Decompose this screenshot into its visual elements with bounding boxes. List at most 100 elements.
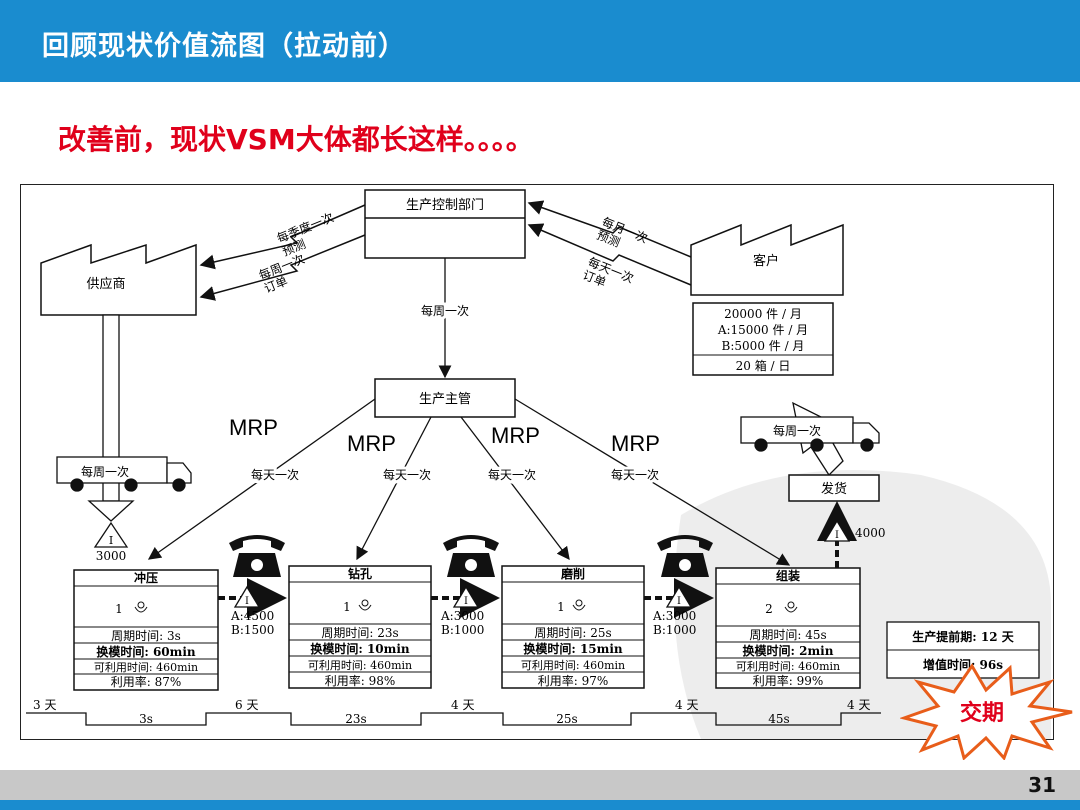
supervisor-label: 生产主管 — [419, 392, 471, 407]
svg-text:B:1500: B:1500 — [231, 623, 274, 637]
process-box-1: 冲压 1 周期时间: 3s 换模时间: 60min 可利用时间: 460min … — [73, 569, 219, 691]
page-number: 31 — [1028, 773, 1056, 797]
svg-text:MRP: MRP — [611, 431, 660, 456]
supervisor-to-process-arrows — [147, 398, 791, 566]
svg-text:可利用时间: 460min: 可利用时间: 460min — [308, 659, 412, 672]
timeline-times: 3s 23s 25s 45s — [139, 712, 790, 726]
svg-text:20000 件 / 月: 20000 件 / 月 — [724, 307, 802, 321]
timeline-days: 3 天 6 天 4 天 4 天 4 天 — [33, 698, 870, 712]
svg-text:可利用时间: 460min: 可利用时间: 460min — [736, 660, 840, 673]
mrp-labels: MRP MRP MRP MRP — [229, 415, 660, 456]
svg-text:利用率: 99%: 利用率: 99% — [753, 673, 824, 688]
daily-labels: 每天一次 每天一次 每天一次 每天一次 每天一次 每天一次 每天一次 每天一次 — [248, 464, 662, 485]
weekly-label: 每周一次 — [421, 303, 469, 318]
svg-text:可利用时间: 460min: 可利用时间: 460min — [521, 659, 625, 672]
svg-text:周期时间: 23s: 周期时间: 23s — [321, 626, 398, 640]
svg-text:每天一次: 每天一次 — [251, 467, 299, 482]
svg-text:可利用时间: 460min: 可利用时间: 460min — [94, 661, 198, 674]
svg-text:I: I — [245, 596, 249, 607]
title-bar: 回顾现状价值流图（拉动前） — [0, 0, 1080, 82]
svg-text:45s: 45s — [768, 712, 789, 726]
svg-text:换模时间: 2min: 换模时间: 2min — [743, 643, 834, 658]
lead-time-box: 生产提前期: 12 天 增值时间: 96s — [886, 621, 1040, 679]
weekly-label-bg: 每周一次 — [421, 303, 469, 318]
customer-truck-icon — [740, 416, 880, 452]
customer-label: 客户 — [753, 253, 779, 269]
process-box-2: 钻孔 1 周期时间: 23s 换模时间: 10min 可利用时间: 460min… — [288, 565, 432, 689]
phone-icon-2 — [443, 535, 499, 577]
svg-text:1: 1 — [557, 600, 565, 614]
production-control-label: 生产控制部门 — [406, 198, 484, 213]
timeline — [26, 712, 881, 726]
svg-text:20 箱 / 日: 20 箱 / 日 — [736, 358, 791, 373]
production-control-box: 生产控制部门 — [364, 189, 526, 259]
process-box-4: 组装 2 周期时间: 45s 换模时间: 2min 可利用时间: 460min … — [715, 567, 861, 689]
svg-text:1: 1 — [343, 600, 351, 614]
svg-text:4 天: 4 天 — [675, 698, 698, 712]
phone-icon-3 — [657, 535, 713, 577]
svg-text:每天一次: 每天一次 — [383, 467, 431, 482]
phone-icon-1 — [229, 535, 285, 577]
svg-text:4 天: 4 天 — [847, 698, 870, 712]
svg-text:A:3000: A:3000 — [652, 609, 696, 623]
process-box-3: 磨削 1 周期时间: 25s 换模时间: 15min 可利用时间: 460min… — [501, 565, 645, 689]
svg-text:利用率: 97%: 利用率: 97% — [538, 673, 609, 688]
supplier-truck-icon — [56, 456, 192, 492]
svg-text:增值时间: 96s: 增值时间: 96s — [923, 657, 1003, 672]
customer-forecast-label: 每月一次预测 — [595, 214, 650, 259]
svg-text:钻孔: 钻孔 — [348, 566, 372, 581]
svg-text:1: 1 — [115, 602, 123, 616]
svg-text:A:3000: A:3000 — [440, 609, 484, 623]
customer-truck-label: 每周一次 — [773, 423, 821, 438]
svg-text:周期时间: 45s: 周期时间: 45s — [749, 628, 826, 642]
svg-text:25s: 25s — [556, 712, 577, 726]
info-flow-arrows — [199, 200, 692, 301]
svg-text:4 天: 4 天 — [451, 698, 474, 712]
starburst-label: 交期 — [960, 700, 1004, 726]
svg-text:3s: 3s — [139, 712, 153, 726]
svg-text:A:4500: A:4500 — [230, 609, 274, 623]
supplier-shipment-arrow — [87, 314, 135, 522]
svg-text:I: I — [677, 596, 681, 607]
footer-accent-line — [0, 800, 1080, 810]
delivery-starburst: 交期 — [900, 663, 1073, 760]
svg-text:B:1000: B:1000 — [441, 623, 484, 637]
svg-text:MRP: MRP — [491, 423, 540, 448]
page-title: 回顾现状价值流图（拉动前） — [42, 31, 406, 62]
svg-text:MRP: MRP — [229, 415, 278, 440]
svg-text:周期时间: 3s: 周期时间: 3s — [111, 629, 181, 643]
svg-text:每天一次: 每天一次 — [488, 467, 536, 482]
svg-text:生产提前期: 12 天: 生产提前期: 12 天 — [912, 629, 1014, 644]
customer-factory: 客户 — [690, 223, 844, 296]
raw-inventory-qty: 3000 — [96, 549, 127, 563]
svg-text:每天一次: 每天一次 — [251, 467, 299, 482]
svg-text:每天一次: 每天一次 — [383, 467, 431, 482]
svg-text:利用率: 87%: 利用率: 87% — [111, 674, 182, 689]
customer-order-label: 每天一次订单 — [581, 254, 636, 299]
svg-text:利用率: 98%: 利用率: 98% — [325, 673, 396, 688]
svg-text:MRP: MRP — [347, 431, 396, 456]
svg-text:A:15000 件 / 月: A:15000 件 / 月 — [717, 323, 808, 337]
wip-inventory-1: I A:4500 B:1500 — [230, 585, 274, 637]
svg-text:每天一次: 每天一次 — [611, 467, 659, 482]
svg-text:组装: 组装 — [776, 568, 800, 583]
svg-text:I: I — [109, 534, 113, 547]
finished-inventory-triangle: I — [823, 519, 851, 542]
finished-inventory-qty: 4000 — [855, 526, 886, 540]
svg-text:I: I — [464, 596, 468, 607]
svg-text:23s: 23s — [345, 712, 366, 726]
svg-text:每天一次: 每天一次 — [611, 467, 659, 482]
svg-text:6 天: 6 天 — [235, 698, 258, 712]
svg-text:磨削: 磨削 — [560, 566, 585, 581]
shipping-label: 发货 — [821, 481, 847, 497]
supplier-factory: 供应商 — [40, 243, 197, 316]
svg-text:每天一次: 每天一次 — [488, 467, 536, 482]
svg-text:2: 2 — [765, 602, 773, 616]
svg-text:I: I — [835, 530, 839, 541]
wip-inventory-2: I A:3000 B:1000 — [440, 585, 484, 637]
customer-demand-box: 20000 件 / 月 A:15000 件 / 月 B:5000 件 / 月 2… — [692, 302, 834, 376]
vsm-diagram: 生产控制部门 供应商 客户 每季度一次预测 每周一次订单 每月一次预测 每天一次… — [20, 184, 1054, 740]
raw-inventory-triangle: I — [93, 521, 129, 548]
svg-text:冲压: 冲压 — [134, 570, 158, 585]
supervisor-box — [374, 378, 516, 418]
